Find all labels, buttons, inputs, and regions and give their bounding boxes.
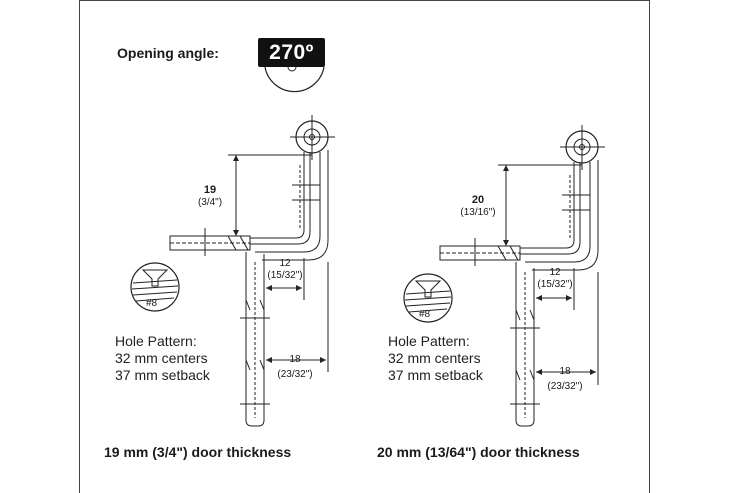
right-18-dim-value: 18 bbox=[559, 366, 571, 377]
left-12-dim-value: 12 bbox=[279, 258, 291, 269]
opening-angle-arc bbox=[264, 62, 325, 93]
left-18-dim-sub: (23/32") bbox=[277, 369, 313, 380]
left-hinge bbox=[169, 115, 335, 427]
left-vertical-dim-sub: (3/4") bbox=[197, 197, 223, 208]
right-12-dim-sub: (15/32") bbox=[537, 279, 573, 290]
right-hinge bbox=[439, 125, 605, 427]
right-hole-pattern-setback: 37 mm setback bbox=[388, 367, 483, 383]
frame-right-border bbox=[649, 0, 650, 493]
right-caption: 20 mm (13/64") door thickness bbox=[377, 444, 580, 460]
left-18-dim-value: 18 bbox=[289, 354, 301, 365]
right-hole-pattern-title: Hole Pattern: bbox=[388, 333, 470, 349]
left-12-dim-sub: (15/32") bbox=[267, 270, 303, 281]
left-hole-pattern-setback: 37 mm setback bbox=[115, 367, 210, 383]
right-vertical-dim-value: 20 bbox=[471, 194, 485, 206]
right-vertical-dim-sub: (13/16") bbox=[460, 207, 496, 218]
right-18-dim-sub: (23/32") bbox=[547, 381, 583, 392]
left-hole-pattern-centers: 32 mm centers bbox=[115, 350, 208, 366]
left-hole-pattern-title: Hole Pattern: bbox=[115, 333, 197, 349]
right-screw-label: #8 bbox=[419, 309, 431, 320]
left-vertical-dim-value: 19 bbox=[203, 184, 217, 196]
left-screw-symbol bbox=[130, 262, 180, 312]
opening-angle-badge: 270º bbox=[258, 38, 325, 67]
frame-top-border bbox=[79, 0, 650, 1]
right-hole-pattern-centers: 32 mm centers bbox=[388, 350, 481, 366]
opening-angle-label: Opening angle: bbox=[117, 45, 219, 61]
right-12-dim-value: 12 bbox=[549, 267, 561, 278]
opening-angle-value: 270º bbox=[269, 41, 314, 64]
right-screw-symbol bbox=[403, 273, 453, 323]
left-caption: 19 mm (3/4") door thickness bbox=[104, 444, 292, 460]
frame-left-border bbox=[79, 0, 80, 493]
left-screw-label: #8 bbox=[146, 298, 158, 309]
